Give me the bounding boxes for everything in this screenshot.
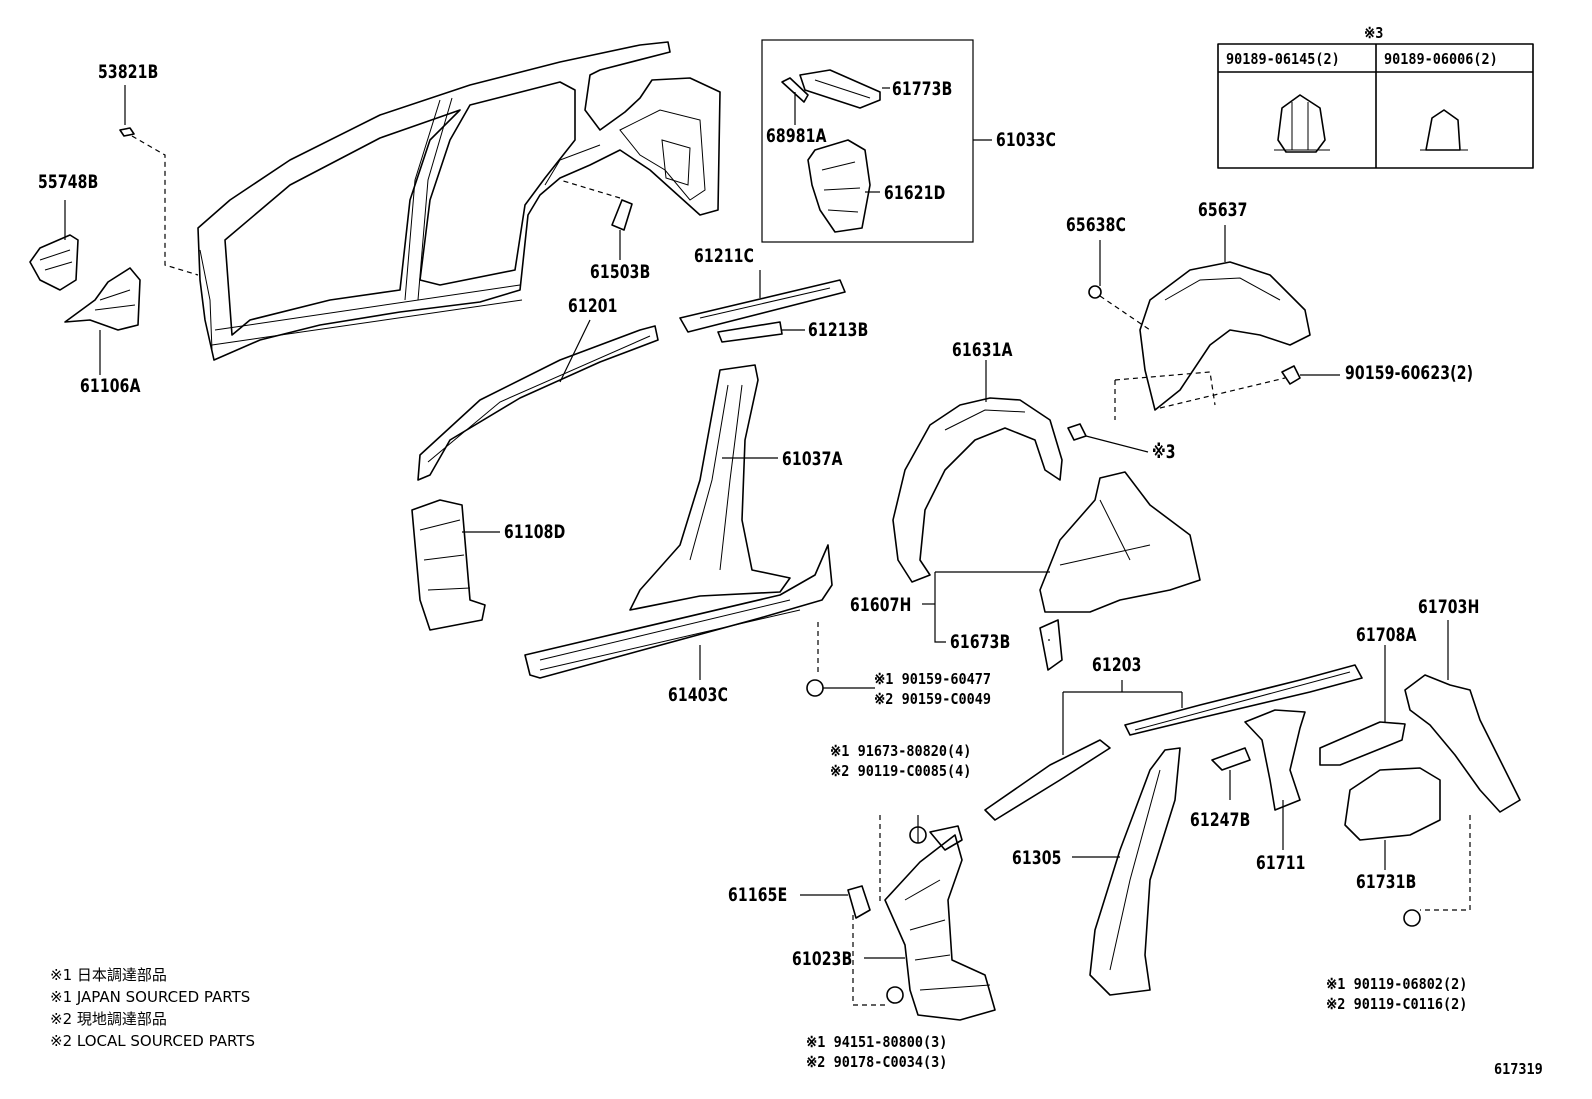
label-68981a: 68981A xyxy=(766,125,827,147)
quarter-pillar-61305 xyxy=(1089,747,1181,996)
roof-rail-rear-61203 xyxy=(984,664,1363,821)
fastener-callout-4b: ※2 90119-C0116(2) xyxy=(1326,995,1468,1013)
fastener-callout-3b: ※2 90178-C0034(3) xyxy=(806,1053,948,1071)
rear-pillar-group xyxy=(1319,674,1521,927)
label-61108d: 61108D xyxy=(504,521,566,543)
leader-lines xyxy=(64,85,1449,959)
label-65638c: 65638C xyxy=(1066,214,1127,236)
label-61201: 61201 xyxy=(568,295,618,317)
label-61703h: 61703H xyxy=(1418,596,1480,618)
variant-table-col-1: 90189-06145(2) xyxy=(1226,50,1340,68)
legend-line-4: ※2 LOCAL SOURCED PARTS xyxy=(50,1032,255,1050)
fastener-callout-1b: ※2 90159-C0049 xyxy=(874,690,991,708)
label-61631a: 61631A xyxy=(952,339,1013,361)
wheel-liner-65637 xyxy=(1067,261,1340,453)
wheelhouse-outer-61631a xyxy=(892,397,1063,583)
rocker-61403c xyxy=(524,544,875,697)
bracket-61503b xyxy=(559,179,633,231)
label-61607h: 61607H xyxy=(850,594,912,616)
label-61165e: 61165E xyxy=(728,884,788,906)
label-61023b: 61023B xyxy=(792,948,853,970)
wheelhouse-inner-61607h xyxy=(922,471,1201,671)
variant-table-marker: ※3 xyxy=(1364,24,1384,42)
fastener-callout-4a: ※1 90119-06802(2) xyxy=(1326,975,1468,993)
label-61037a: 61037A xyxy=(782,448,843,470)
label-61673b: 61673B xyxy=(950,631,1011,653)
label-61305: 61305 xyxy=(1012,847,1062,869)
drawing-number: 617319 xyxy=(1494,1060,1543,1078)
label-61731b: 61731B xyxy=(1356,871,1417,893)
legend-line-2: ※1 JAPAN SOURCED PARTS xyxy=(50,988,251,1006)
group-box-61033c xyxy=(761,39,974,243)
label-61708a: 61708A xyxy=(1356,624,1417,646)
small-brackets-right xyxy=(1211,709,1306,811)
body-side-outer-panel xyxy=(197,41,721,361)
label-61403c: 61403C xyxy=(668,684,729,706)
center-pillar-61037a xyxy=(629,364,791,611)
label-55748b: 55748B xyxy=(38,171,99,193)
fastener-callout-3a: ※1 94151-80800(3) xyxy=(806,1033,948,1051)
label-61203: 61203 xyxy=(1092,654,1142,676)
label-53821b: 53821B xyxy=(98,61,159,83)
legend-line-3: ※2 現地調達部品 xyxy=(50,1010,167,1028)
rocker-inner-pieces xyxy=(679,279,846,343)
fastener-callout-1a: ※1 90159-60477 xyxy=(874,670,991,688)
label-61773b: 61773B xyxy=(892,78,953,100)
roof-side-rail-61201 xyxy=(417,325,659,481)
label-61621d: 61621D xyxy=(884,182,946,204)
label-61211c: 61211C xyxy=(694,245,755,267)
label-mark3: ※3 xyxy=(1152,441,1176,463)
lower-quarter-61023b xyxy=(847,815,996,1021)
label-65637: 65637 xyxy=(1198,199,1248,221)
variant-table-col-2: 90189-06006(2) xyxy=(1384,50,1498,68)
label-61213b: 61213B xyxy=(808,319,869,341)
small-brackets-left xyxy=(29,234,141,331)
label-61106a: 61106A xyxy=(80,375,141,397)
clip-53821b xyxy=(119,127,199,276)
label-61247b: 61247B xyxy=(1190,809,1251,831)
pillar-lower-61108d xyxy=(411,499,486,631)
legend-line-1: ※1 日本調達部品 xyxy=(50,966,167,984)
fastener-callout-2b: ※2 90119-C0085(4) xyxy=(830,762,972,780)
label-61711: 61711 xyxy=(1256,852,1306,874)
label-61033c: 61033C xyxy=(996,129,1057,151)
variant-table-grid xyxy=(1217,43,1534,169)
label-61503b: 61503B xyxy=(590,261,651,283)
fastener-callout-2a: ※1 91673-80820(4) xyxy=(830,742,972,760)
label-90159-60623: 90159-60623(2) xyxy=(1345,362,1474,384)
